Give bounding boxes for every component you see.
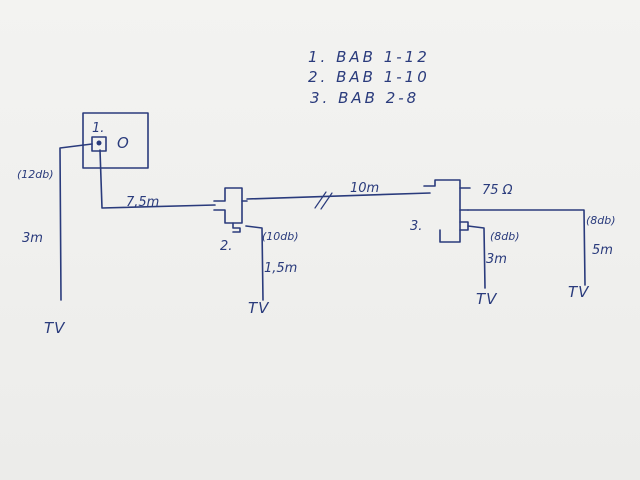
cable-segment-1 xyxy=(99,149,216,209)
tap-3-tv-a: TV xyxy=(476,290,498,308)
tap-3-drop-b-cable xyxy=(467,209,586,286)
outlet-tv: TV xyxy=(44,319,66,337)
segment-2-length: 10m xyxy=(350,181,379,196)
tap-3-body xyxy=(423,179,461,243)
outlet-drop-cable xyxy=(59,143,93,301)
outlet-label: 1. xyxy=(92,121,104,136)
outlet-attenuation: (12db) xyxy=(17,168,54,181)
tap-2: 2. (10db) 1,5m TV xyxy=(213,187,299,317)
tap-2-tv: TV xyxy=(248,299,270,317)
outlet-symbol: O xyxy=(117,134,129,152)
outlet-drop-length: 3m xyxy=(22,231,43,246)
cable-segment-2 xyxy=(246,192,431,200)
tap-3-attenuation-a: (8db) xyxy=(490,230,520,243)
legend-line-1: 1. BAB 1-12 xyxy=(308,48,430,66)
tap-3-tv-b: TV xyxy=(568,283,590,301)
tap-2-attenuation: (10db) xyxy=(262,230,299,243)
tap-3-attenuation-b: (8db) xyxy=(586,214,616,227)
segment-1-length: 7,5m xyxy=(126,195,159,210)
tap-2-label: 2. xyxy=(220,239,232,254)
tap-2-drop-length: 1,5m xyxy=(264,261,297,276)
break-mark-1 xyxy=(314,191,327,209)
outlet-1: 1. O xyxy=(82,112,149,169)
legend-line-2: 2. BAB 1-10 xyxy=(308,68,430,86)
tap-2-drop-cable xyxy=(245,225,264,301)
tap-3: 75 Ω 3. (8db) 3m TV (8db) 5m TV xyxy=(410,179,616,308)
tap-3-drop-a-length: 3m xyxy=(486,252,507,267)
tap-3-label: 3. xyxy=(410,219,422,234)
tap-3-termination: 75 Ω xyxy=(482,183,513,198)
legend-line-3: 3. BAB 2-8 xyxy=(310,89,419,107)
tap-3-drop-b-length: 5m xyxy=(592,243,613,258)
break-mark-2 xyxy=(320,192,333,210)
tap-3-drop-a-cable xyxy=(467,225,486,289)
outlet-socket-dot xyxy=(96,140,102,146)
outlet-box xyxy=(82,112,149,169)
tap-2-body xyxy=(213,187,243,224)
